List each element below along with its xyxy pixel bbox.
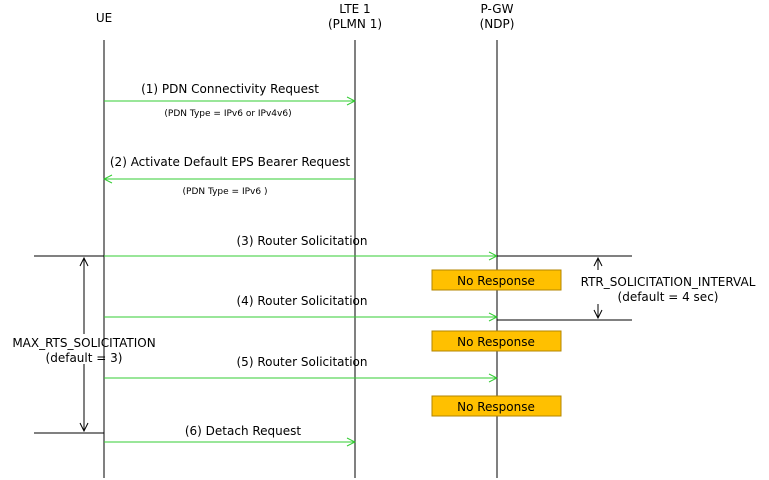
max-solicitation-bracket (34, 255, 104, 434)
ue-label: UE (96, 11, 112, 25)
lte-sublabel: (PLMN 1) (328, 17, 382, 31)
no-response-box-3: No Response (431, 395, 562, 417)
max-solicitation-default: (default = 3) (46, 351, 123, 365)
message-2-note: (PDN Type = IPv6 ) (183, 187, 268, 197)
pgw-sublabel: (NDP) (480, 17, 515, 31)
no-response-box-2: No Response (431, 330, 562, 352)
lte-label: LTE 1 (339, 2, 370, 16)
interval-timer-label: RTR_SOLICITATION_INTERVAL (581, 275, 756, 289)
max-solicitation-label: MAX_RTS_SOLICITATION (12, 336, 155, 350)
message-2-label: (2) Activate Default EPS Bearer Request (110, 155, 351, 169)
no-response-box-1: No Response (431, 269, 562, 291)
message-6-label: (6) Detach Request (185, 424, 302, 438)
pgw-label: P-GW (481, 2, 514, 16)
message-1-note: (PDN Type = IPv6 or IPv4v6) (164, 109, 291, 119)
message-4-label: (4) Router Solicitation (237, 294, 368, 308)
message-1-label: (1) PDN Connectivity Request (141, 82, 319, 96)
message-3-label: (3) Router Solicitation (237, 234, 368, 248)
message-5-label: (5) Router Solicitation (237, 355, 368, 369)
interval-timer-default: (default = 4 sec) (618, 290, 719, 304)
no-response-label: No Response (457, 274, 535, 288)
no-response-label: No Response (457, 335, 535, 349)
interval-bracket (497, 255, 632, 321)
no-response-label: No Response (457, 400, 535, 414)
